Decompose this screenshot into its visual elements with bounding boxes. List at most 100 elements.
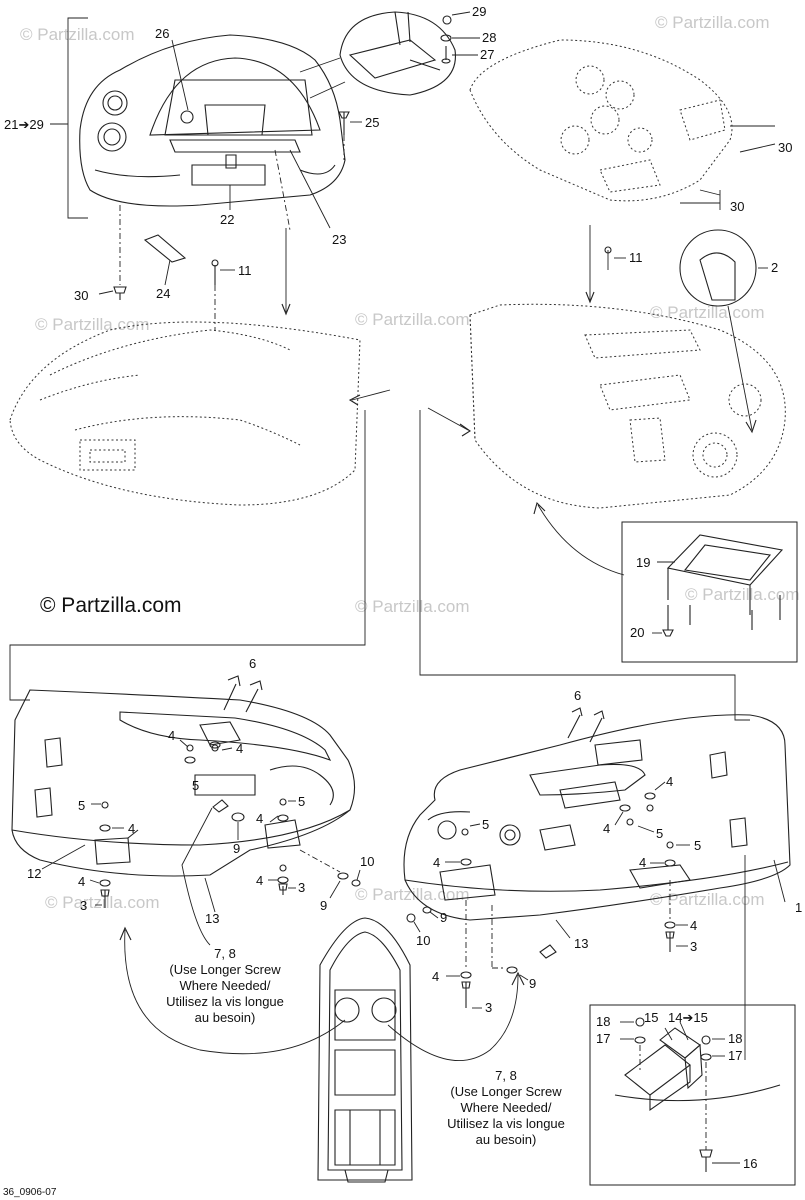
callout-labels: 21➔29 26 22 23 24 30 11 25 29 28 27 30 3… — [4, 4, 802, 1171]
note-right: 7, 8 (Use Longer Screw Where Needed/ Uti… — [447, 1068, 565, 1147]
figure-code: 36_0906-07 — [3, 1187, 57, 1198]
inset-detail-2 — [679, 229, 768, 434]
screw-25 — [338, 111, 362, 160]
fasteners-right — [406, 707, 690, 1009]
callout-18: 18 — [596, 1014, 610, 1029]
callout-9: 9 — [320, 898, 327, 913]
watermark: © Partzilla.com — [45, 893, 160, 912]
callout-18: 18 — [728, 1031, 742, 1046]
leaders-top-left — [119, 39, 331, 286]
callout-14-15: 14➔15 — [668, 1010, 708, 1025]
callout-30-right-top: 30 — [778, 140, 792, 155]
callout-10: 10 — [360, 854, 374, 869]
callout-3: 3 — [485, 1000, 492, 1015]
callout-17: 17 — [596, 1031, 610, 1046]
callout-20: 20 — [630, 625, 644, 640]
note-line: Where Needed/ — [179, 978, 270, 993]
note-line: Utilisez la vis longue — [447, 1116, 565, 1131]
note-line: Utilisez la vis longue — [166, 994, 284, 1009]
callout-4: 4 — [128, 821, 135, 836]
deck-left — [11, 689, 356, 913]
fasteners-left — [89, 675, 361, 946]
curved-arrows — [119, 855, 746, 1062]
callout-26: 26 — [155, 26, 169, 41]
callout-4: 4 — [168, 728, 175, 743]
callout-4: 4 — [639, 855, 646, 870]
callout-24: 24 — [156, 286, 170, 301]
callout-9: 9 — [529, 976, 536, 991]
callout-9: 9 — [440, 910, 447, 925]
callout-4: 4 — [433, 855, 440, 870]
screws-30-11-left — [98, 228, 291, 330]
callout-15: 15 — [644, 1010, 658, 1025]
callout-25: 25 — [365, 115, 379, 130]
callout-6-right: 6 — [574, 688, 581, 703]
callout-4: 4 — [256, 811, 263, 826]
note-line: au besoin) — [476, 1132, 537, 1147]
watermarks: © Partzilla.com © Partzilla.com © Partzi… — [20, 13, 800, 912]
note-line: 7, 8 — [495, 1068, 517, 1083]
watermark: © Partzilla.com — [20, 25, 135, 44]
callout-13: 13 — [205, 911, 219, 926]
watermark: © Partzilla.com — [355, 310, 470, 329]
callout-5: 5 — [656, 826, 663, 841]
note-line: 7, 8 — [214, 946, 236, 961]
callout-13: 13 — [574, 936, 588, 951]
callout-12: 12 — [27, 866, 41, 881]
watermark: © Partzilla.com — [355, 597, 470, 616]
callout-30-left: 30 — [74, 288, 88, 303]
note-line: (Use Longer Screw — [450, 1084, 562, 1099]
callout-5: 5 — [78, 798, 85, 813]
note-line: au besoin) — [195, 1010, 256, 1025]
callout-17: 17 — [728, 1048, 742, 1063]
callout-5: 5 — [192, 778, 199, 793]
inset-detail-top — [299, 11, 456, 99]
callout-4: 4 — [690, 918, 697, 933]
callout-10: 10 — [416, 933, 430, 948]
fasteners-27-29 — [440, 11, 480, 64]
callout-29: 29 — [472, 4, 486, 19]
watermark: © Partzilla.com — [35, 315, 150, 334]
copyright-notice: © Partzilla.com — [40, 594, 182, 617]
callout-3: 3 — [80, 898, 87, 913]
note-line: (Use Longer Screw — [169, 962, 281, 977]
callout-4: 4 — [256, 873, 263, 888]
callout-1: 1 — [795, 900, 802, 915]
callout-23: 23 — [332, 232, 346, 247]
callout-21-29: 21➔29 — [4, 117, 44, 132]
callout-27: 27 — [480, 47, 494, 62]
callout-4: 4 — [666, 774, 673, 789]
watermark: © Partzilla.com — [650, 303, 765, 322]
deck-right — [403, 714, 791, 939]
watermark: © Partzilla.com — [650, 890, 765, 909]
callout-19: 19 — [636, 555, 650, 570]
deck-right-ghost — [427, 225, 786, 509]
boat-top-view — [317, 917, 413, 1183]
callout-5: 5 — [694, 838, 701, 853]
callout-4: 4 — [432, 969, 439, 984]
callout-30-right: 30 — [730, 199, 744, 214]
callout-22: 22 — [220, 212, 234, 227]
detail-box-19-20 — [533, 501, 798, 663]
callout-4: 4 — [603, 821, 610, 836]
callout-3: 3 — [298, 880, 305, 895]
callout-4: 4 — [78, 874, 85, 889]
callout-16: 16 — [743, 1156, 757, 1171]
detail-box-14-18 — [589, 1004, 796, 1186]
note-left: 7, 8 (Use Longer Screw Where Needed/ Uti… — [166, 946, 284, 1025]
watermark: © Partzilla.com — [655, 13, 770, 32]
watermark: © Partzilla.com — [685, 585, 800, 604]
dashboard-right — [469, 39, 776, 210]
callout-11-left: 11 — [238, 263, 252, 278]
callout-28: 28 — [482, 30, 496, 45]
note-line: Where Needed/ — [460, 1100, 551, 1115]
callout-9: 9 — [233, 841, 240, 856]
callout-5: 5 — [482, 817, 489, 832]
callout-2: 2 — [771, 260, 778, 275]
callout-3: 3 — [690, 939, 697, 954]
watermark: © Partzilla.com — [355, 885, 470, 904]
deck-left-ghost — [9, 321, 391, 506]
connection-lines — [9, 410, 750, 721]
dashboard-assembly — [50, 17, 346, 219]
